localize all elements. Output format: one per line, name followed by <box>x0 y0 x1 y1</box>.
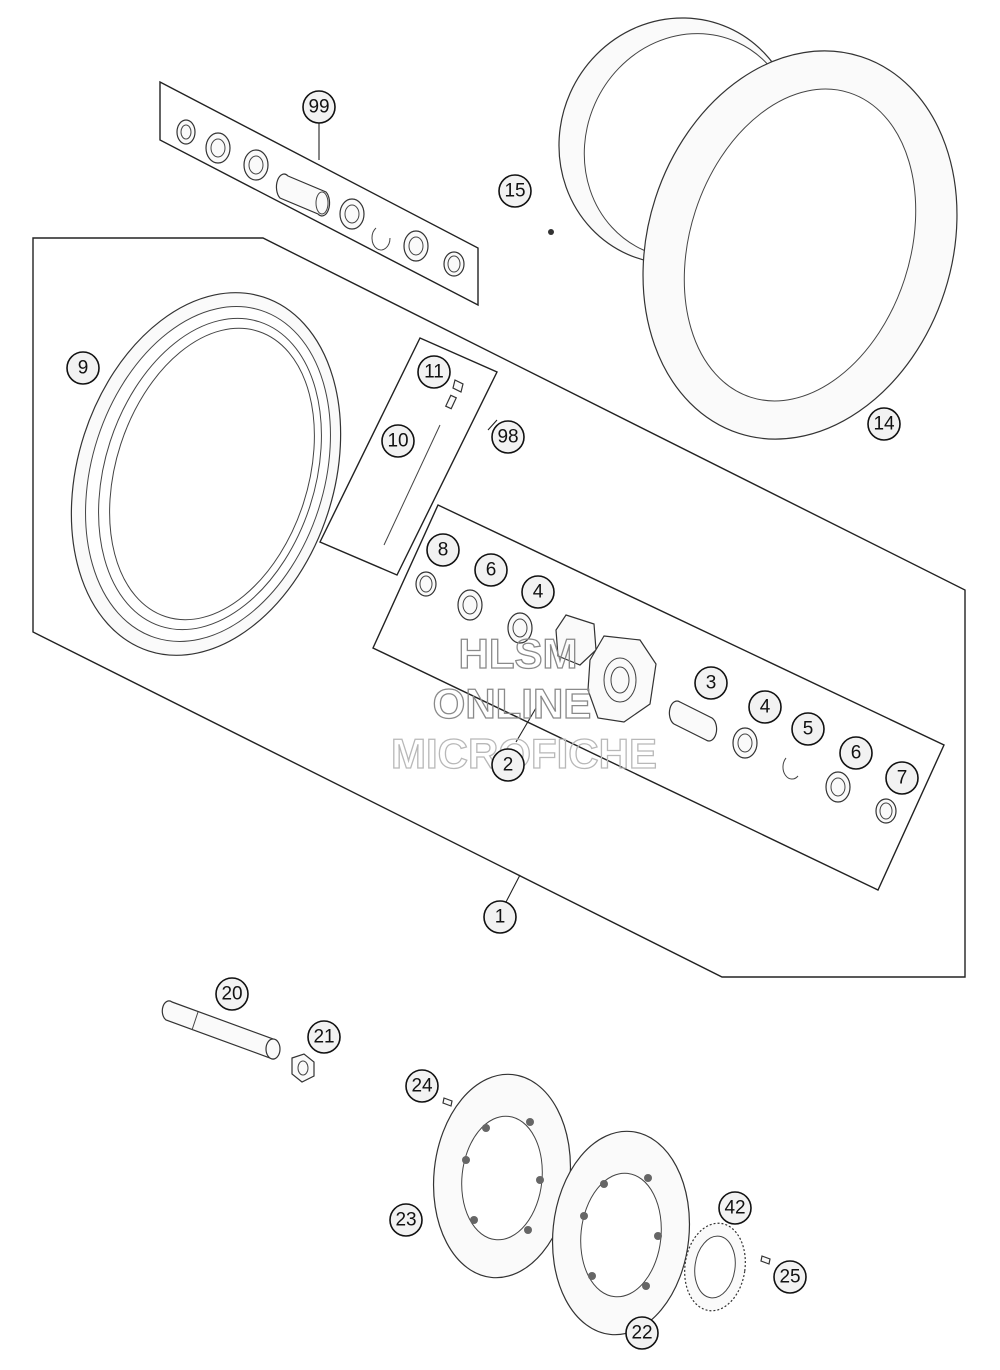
callout-42-label: 42 <box>724 1198 745 1219</box>
bolt-24 <box>442 1097 453 1107</box>
bolt-25 <box>760 1255 771 1265</box>
callout-24-label: 24 <box>411 1076 433 1097</box>
axle-20 <box>161 1000 281 1060</box>
callout-2[interactable]: 2 <box>491 748 525 782</box>
callout-99[interactable]: 99 <box>302 90 336 124</box>
callout-4-upper-label: 4 <box>533 582 544 603</box>
callout-98-label: 98 <box>497 427 518 448</box>
callout-4-upper[interactable]: 4 <box>521 575 555 609</box>
callout-7[interactable]: 7 <box>885 761 919 795</box>
rim-9 <box>70 292 342 656</box>
watermark-line-1: HLSM <box>459 630 578 677</box>
callout-23[interactable]: 23 <box>389 1203 423 1237</box>
callout-15[interactable]: 15 <box>498 174 532 208</box>
kit-99-panel <box>159 80 479 307</box>
callout-6-upper[interactable]: 6 <box>474 553 508 587</box>
callout-25-label: 25 <box>779 1267 800 1288</box>
callout-25[interactable]: 25 <box>773 1260 807 1294</box>
callout-4-lower-label: 4 <box>760 697 771 718</box>
tire-14 <box>642 50 958 440</box>
callout-42[interactable]: 42 <box>718 1191 752 1225</box>
callout-5-label: 5 <box>803 719 814 740</box>
callout-14-label: 14 <box>873 414 895 435</box>
callout-24[interactable]: 24 <box>405 1069 439 1103</box>
callout-14[interactable]: 14 <box>867 407 901 441</box>
callout-22[interactable]: 22 <box>625 1316 659 1350</box>
callout-22-label: 22 <box>631 1323 652 1344</box>
nut-21 <box>291 1053 315 1083</box>
callout-10-label: 10 <box>387 431 408 452</box>
callout-9[interactable]: 9 <box>66 351 100 385</box>
callout-15-label: 15 <box>504 181 525 202</box>
callout-98[interactable]: 98 <box>491 420 525 454</box>
callout-3[interactable]: 3 <box>694 666 728 700</box>
callout-21-label: 21 <box>313 1027 334 1048</box>
spoke-kit-98-panel <box>319 337 498 576</box>
callout-2-label: 2 <box>503 755 514 776</box>
sensor-ring-42 <box>684 1222 746 1312</box>
callout-4-lower[interactable]: 4 <box>748 690 782 724</box>
callout-1-label: 1 <box>495 907 506 928</box>
callout-5[interactable]: 5 <box>791 712 825 746</box>
callout-6-upper-label: 6 <box>486 560 497 581</box>
callout-20[interactable]: 20 <box>215 977 249 1011</box>
callout-10[interactable]: 10 <box>381 424 415 458</box>
callout-20-label: 20 <box>221 984 242 1005</box>
callout-21[interactable]: 21 <box>307 1020 341 1054</box>
callout-6-lower-label: 6 <box>851 743 862 764</box>
assembly-1-outline <box>32 237 966 978</box>
leader-1 <box>505 874 521 903</box>
callout-11-label: 11 <box>424 362 444 383</box>
callout-11[interactable]: 11 <box>417 355 451 389</box>
callout-99-label: 99 <box>308 97 329 118</box>
callout-8[interactable]: 8 <box>426 533 460 567</box>
callout-3-label: 3 <box>706 673 717 694</box>
callout-1[interactable]: 1 <box>483 900 517 934</box>
callout-23-label: 23 <box>395 1210 416 1231</box>
callout-6-lower[interactable]: 6 <box>839 736 873 770</box>
callout-8-label: 8 <box>438 540 449 561</box>
hub-kit-panel <box>372 504 945 891</box>
callout-9-label: 9 <box>78 358 89 379</box>
callout-7-label: 7 <box>897 768 908 789</box>
brake-disc-22 <box>551 1130 691 1336</box>
watermark-line-2: ONLINE <box>433 680 592 727</box>
brake-disc-23 <box>432 1073 572 1279</box>
